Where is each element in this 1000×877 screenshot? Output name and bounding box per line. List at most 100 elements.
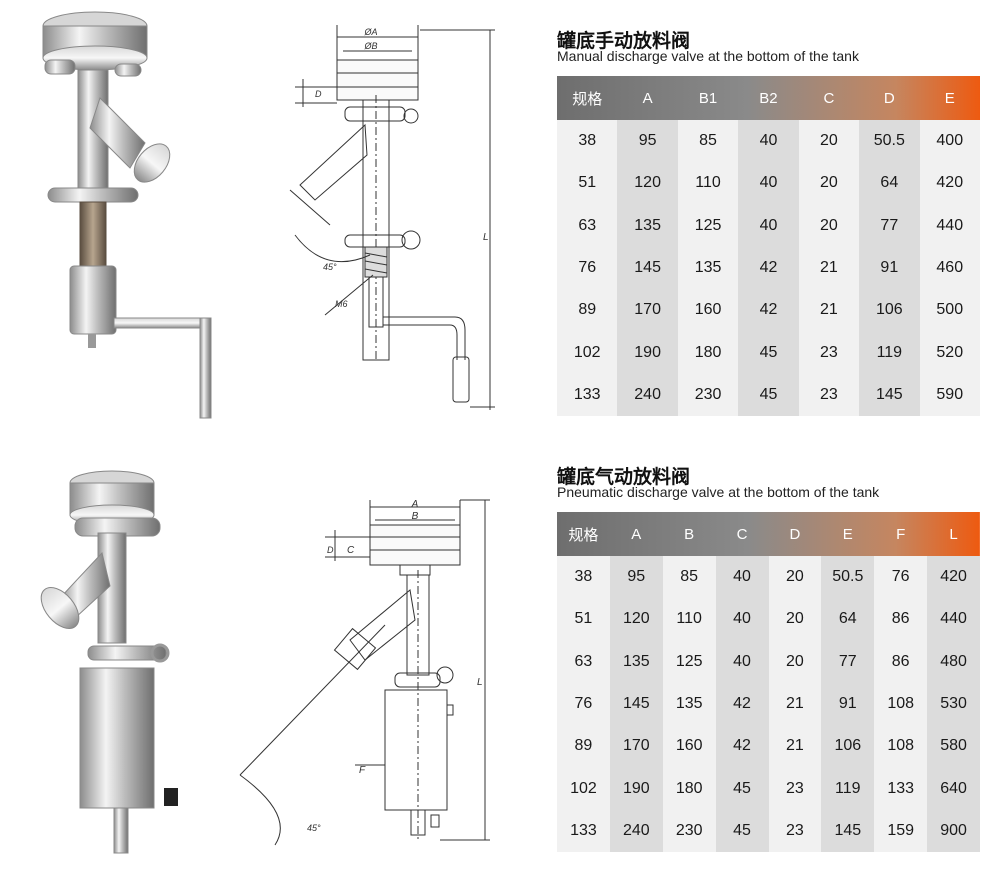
table-cell: 20 xyxy=(768,556,822,599)
table-cell: 160 xyxy=(662,725,716,768)
table-cell: 440 xyxy=(919,204,980,247)
table-cell: 900 xyxy=(927,809,980,853)
table-cell: 460 xyxy=(919,246,980,290)
table-cell: 63 xyxy=(557,204,618,247)
table-cell: 590 xyxy=(919,373,980,417)
table-cell: 40 xyxy=(715,556,769,599)
column-header: 规格 xyxy=(572,90,603,108)
manual-title-cn: 罐底手动放料阀 xyxy=(557,30,691,52)
table-cell: 145 xyxy=(617,246,678,290)
dim-l-label: L xyxy=(483,232,489,243)
table-cell: 89 xyxy=(557,289,618,332)
table-cell: 420 xyxy=(919,162,980,205)
column-header: C xyxy=(823,89,835,107)
table-cell: 190 xyxy=(617,331,678,374)
column-header: 规格 xyxy=(568,526,599,544)
column-header: C xyxy=(736,525,748,543)
table-cell: 76 xyxy=(557,682,610,726)
table-cell: 89 xyxy=(557,725,610,768)
table-cell: 45 xyxy=(738,373,799,417)
table-cell: 135 xyxy=(609,640,663,683)
pneumatic-valve-photo xyxy=(40,470,178,854)
table-cell: 159 xyxy=(874,809,928,853)
table-cell: 42 xyxy=(715,682,769,726)
table-cell: 102 xyxy=(557,331,618,374)
table-cell: 133 xyxy=(557,809,610,853)
pneumatic-title-en: Pneumatic discharge valve at the bottom … xyxy=(557,484,880,500)
table-cell: 400 xyxy=(919,120,980,163)
table-cell: 50.5 xyxy=(859,120,920,163)
table-cell: 23 xyxy=(768,809,822,853)
column-header: B1 xyxy=(698,89,718,107)
table-cell: 20 xyxy=(798,162,860,205)
table-cell: 91 xyxy=(859,246,920,290)
table-cell: 45 xyxy=(738,331,799,374)
table-cell: 42 xyxy=(715,725,769,768)
table-cell: 23 xyxy=(768,767,822,810)
table-cell: 77 xyxy=(821,640,875,683)
table-cell: 95 xyxy=(609,556,663,599)
table-cell: 420 xyxy=(927,556,980,599)
dim-d-label: D xyxy=(315,89,322,99)
table-cell: 63 xyxy=(557,640,610,683)
table-cell: 500 xyxy=(919,289,980,332)
table-cell: 64 xyxy=(821,598,875,641)
table-cell: 135 xyxy=(677,246,739,290)
table-cell: 86 xyxy=(874,598,928,641)
pneumatic-valve-drawing: A B C D L F 45° xyxy=(239,499,490,846)
table-cell: 20 xyxy=(768,640,822,683)
table-cell: 76 xyxy=(557,246,618,290)
table-cell: 180 xyxy=(677,331,739,374)
angle-label: 45° xyxy=(323,262,337,272)
column-header: E xyxy=(944,89,955,107)
table-cell: 108 xyxy=(874,682,928,726)
manual-valve-photo xyxy=(42,11,212,419)
table-cell: 106 xyxy=(821,725,875,768)
table-cell: 40 xyxy=(715,598,769,641)
column-header: E xyxy=(842,525,853,543)
table-cell: 20 xyxy=(798,120,860,163)
table-cell: 190 xyxy=(609,767,663,810)
table-cell: 50.5 xyxy=(821,556,875,599)
table-cell: 42 xyxy=(738,289,799,332)
dim-a-label: A xyxy=(411,499,419,510)
dim-d-label: D xyxy=(327,545,334,555)
manual-title-en: Manual discharge valve at the bottom of … xyxy=(557,48,859,64)
column-header: D xyxy=(789,525,801,543)
table-cell: 580 xyxy=(927,725,980,768)
table-cell: 38 xyxy=(557,556,610,599)
table-cell: 40 xyxy=(715,640,769,683)
table-cell: 95 xyxy=(617,120,678,163)
table-cell: 102 xyxy=(557,767,610,810)
table-cell: 38 xyxy=(557,120,618,163)
table-cell: 110 xyxy=(662,598,716,641)
table-cell: 119 xyxy=(821,767,875,810)
table-cell: 170 xyxy=(609,725,663,768)
table-cell: 180 xyxy=(662,767,716,810)
table-cell: 21 xyxy=(798,289,860,332)
table-cell: 21 xyxy=(798,246,860,290)
column-header: B2 xyxy=(759,89,778,107)
table-cell: 125 xyxy=(662,640,716,683)
column-header: F xyxy=(896,525,906,543)
table-cell: 125 xyxy=(677,204,739,247)
table-cell: 440 xyxy=(927,598,980,641)
table-cell: 119 xyxy=(859,331,920,374)
column-header: A xyxy=(631,525,642,543)
table-cell: 21 xyxy=(768,725,822,768)
table-cell: 21 xyxy=(768,682,822,726)
table-cell: 23 xyxy=(798,331,860,374)
table-cell: 170 xyxy=(617,289,678,332)
